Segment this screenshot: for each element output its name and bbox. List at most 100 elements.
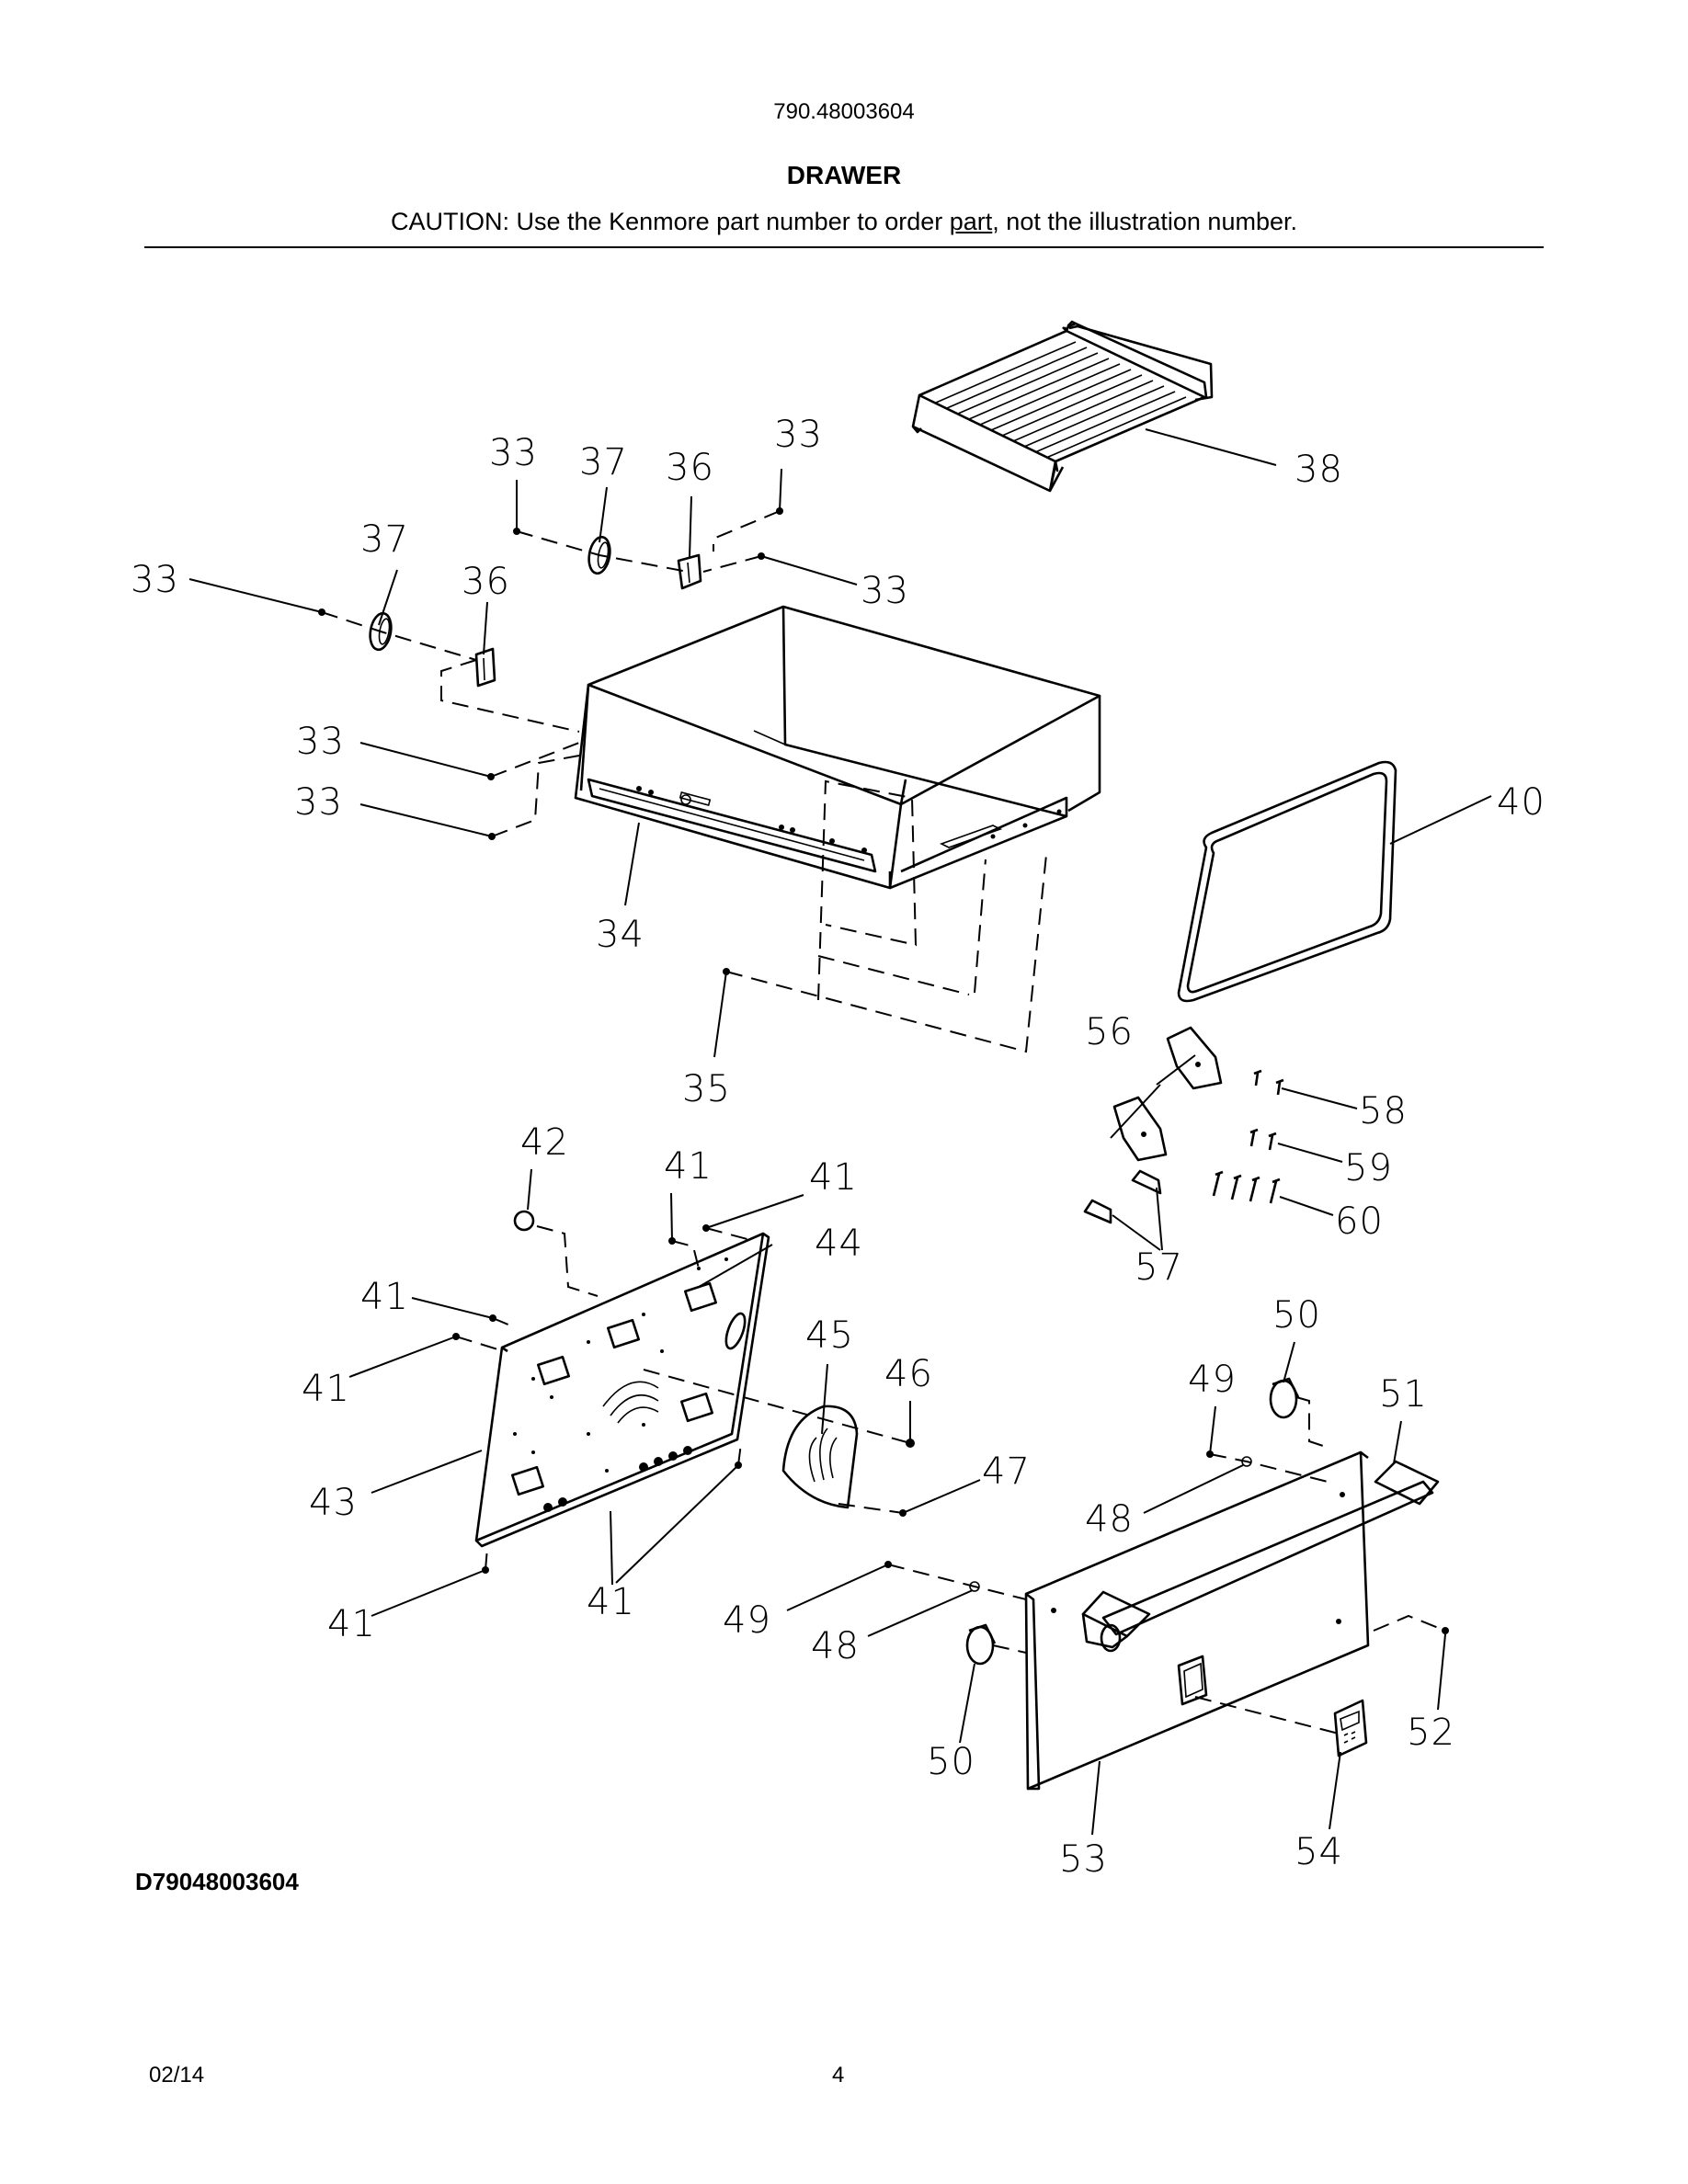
oven-rack-part-38 xyxy=(911,320,1214,493)
callout-50-a: 50 xyxy=(1272,1294,1321,1337)
callout-54: 54 xyxy=(1295,1831,1343,1873)
callout-56: 56 xyxy=(1085,1011,1134,1053)
callout-33-d: 33 xyxy=(861,570,909,612)
callout-53: 53 xyxy=(1059,1838,1108,1881)
caution-note: CAUTION: Use the Kenmore part number to … xyxy=(0,208,1688,236)
caution-suffix: , not the illustration number. xyxy=(992,208,1297,235)
caution-prefix: CAUTION: Use the Kenmore part number to … xyxy=(391,208,950,235)
callout-41-f: 41 xyxy=(327,1603,376,1645)
callout-33-e: 33 xyxy=(296,721,345,763)
leader-41-d xyxy=(348,1336,457,1378)
inner-panel-part-43 xyxy=(474,1232,770,1548)
leader-36-b xyxy=(689,495,692,558)
hinge-bracket-part-57 xyxy=(1083,1169,1162,1224)
drawing-id: D79048003604 xyxy=(135,1868,299,1895)
screws-part-59 xyxy=(1249,1128,1277,1151)
callout-36-b: 36 xyxy=(666,447,714,489)
leader-45 xyxy=(821,1363,828,1435)
leader-50-b xyxy=(959,1663,975,1744)
callout-41-a: 41 xyxy=(664,1145,713,1188)
screws-part-60 xyxy=(1212,1170,1281,1204)
callout-37-a: 37 xyxy=(360,518,409,561)
callout-50-b: 50 xyxy=(927,1741,975,1783)
callout-47: 47 xyxy=(982,1450,1031,1493)
handle-part-51 xyxy=(1081,1460,1440,1653)
callout-46: 46 xyxy=(884,1353,933,1395)
leader-43 xyxy=(371,1450,483,1494)
leader-57-a xyxy=(1112,1214,1161,1251)
model-number: 790.48003604 xyxy=(773,99,915,124)
logo-plate-part-45 xyxy=(781,1405,859,1509)
callout-52: 52 xyxy=(1407,1712,1455,1754)
hinge-bracket-part-56 xyxy=(1112,1026,1223,1162)
leader-53 xyxy=(1091,1760,1101,1836)
callout-41-e: 41 xyxy=(587,1581,635,1623)
page-number: 4 xyxy=(832,2063,845,2087)
callout-40: 40 xyxy=(1497,781,1545,824)
leader-52 xyxy=(1437,1633,1446,1711)
callout-57: 57 xyxy=(1135,1246,1183,1289)
plug-part-42 xyxy=(513,1210,535,1232)
callout-41-d: 41 xyxy=(302,1368,350,1410)
leader-56-b xyxy=(1156,1054,1196,1086)
callout-59: 59 xyxy=(1344,1147,1393,1189)
screws-part-58 xyxy=(1253,1069,1284,1096)
callout-38: 38 xyxy=(1295,449,1343,491)
bracket-part-36-left xyxy=(474,647,496,688)
leader-41-f xyxy=(371,1569,486,1617)
leader-33-d xyxy=(760,555,858,586)
leader-38 xyxy=(1145,428,1277,466)
leader-48-a xyxy=(1143,1464,1244,1514)
leader-41-a xyxy=(670,1192,673,1242)
callout-51: 51 xyxy=(1379,1373,1428,1416)
callout-45: 45 xyxy=(805,1314,854,1357)
leader-60 xyxy=(1279,1196,1334,1216)
leader-54 xyxy=(1329,1751,1341,1830)
drawer-box-part-34 xyxy=(574,605,1101,890)
callout-44: 44 xyxy=(815,1223,863,1265)
leader-34 xyxy=(624,822,640,906)
leader-51 xyxy=(1393,1420,1402,1464)
leader-37-a xyxy=(378,569,398,626)
leader-36-a xyxy=(483,601,488,655)
callout-34: 34 xyxy=(596,914,644,956)
leader-42 xyxy=(527,1168,532,1211)
leader-37-b xyxy=(599,486,608,543)
control-badge-part-54 xyxy=(1333,1699,1368,1757)
leader-41-e2 xyxy=(615,1464,739,1584)
callout-35: 35 xyxy=(682,1068,731,1110)
leader-41-c xyxy=(411,1297,494,1319)
leader-33-e xyxy=(359,742,492,778)
leader-47 xyxy=(902,1479,981,1514)
callout-42: 42 xyxy=(520,1121,569,1164)
leader-40 xyxy=(1389,795,1492,845)
leader-33-a xyxy=(188,578,323,613)
callout-49-a: 49 xyxy=(1188,1359,1237,1401)
leader-44 xyxy=(698,1244,773,1288)
callout-48-a: 48 xyxy=(1085,1498,1134,1541)
callout-33-b: 33 xyxy=(489,432,538,474)
bumper-part-50-top xyxy=(1269,1377,1300,1419)
revision-date: 02/14 xyxy=(149,2063,205,2087)
caution-underlined-word: part xyxy=(949,208,993,235)
door-front-part-53 xyxy=(1024,1450,1370,1791)
callout-48-b: 48 xyxy=(811,1625,860,1667)
leader-57-b xyxy=(1156,1187,1163,1251)
leader-35 xyxy=(713,971,727,1058)
leader-58 xyxy=(1281,1087,1358,1109)
leader-48-b xyxy=(867,1589,974,1637)
callout-36-a: 36 xyxy=(462,561,510,603)
section-title: DRAWER xyxy=(786,161,902,189)
callout-33-c: 33 xyxy=(774,414,823,456)
leader-41-e1 xyxy=(610,1510,613,1586)
callout-33-f: 33 xyxy=(294,781,343,824)
callout-33-a: 33 xyxy=(131,559,179,601)
leader-33-f xyxy=(359,803,493,837)
header-rule xyxy=(144,246,1544,248)
bumper-part-50-bottom xyxy=(965,1623,997,1666)
callout-43: 43 xyxy=(309,1482,358,1524)
callout-49-b: 49 xyxy=(723,1599,771,1642)
callout-60: 60 xyxy=(1335,1200,1384,1243)
callout-41-b: 41 xyxy=(809,1156,858,1199)
leader-41-b xyxy=(705,1194,804,1229)
